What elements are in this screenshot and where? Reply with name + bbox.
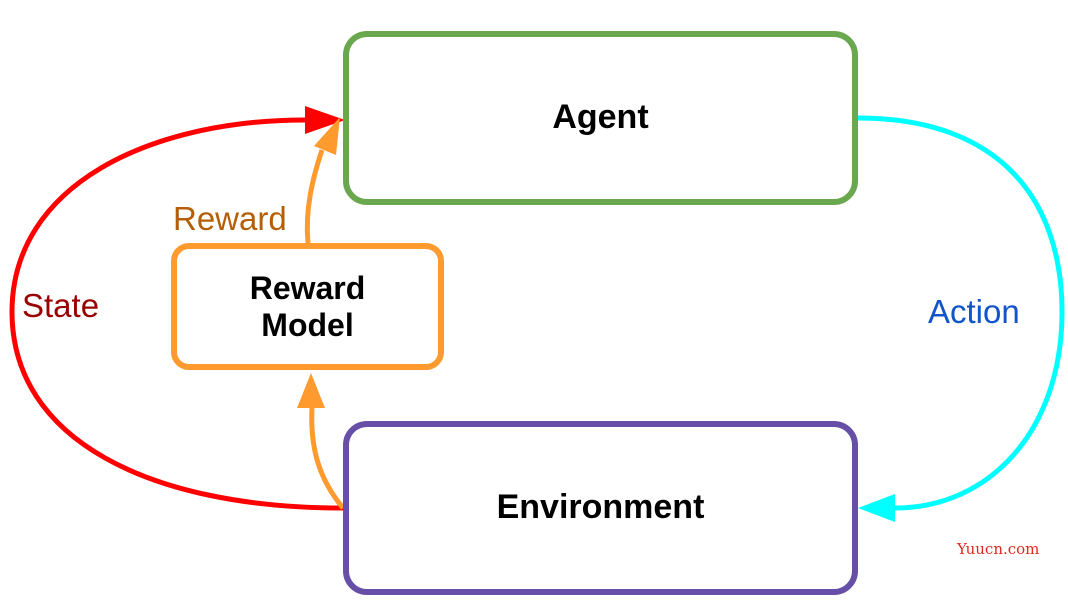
environment-label: Environment: [496, 488, 705, 527]
action-arrow: [857, 115, 1065, 511]
state-edge-label: State: [22, 287, 100, 324]
reward-arrowhead: [314, 117, 340, 155]
environment-node: Environment: [343, 421, 858, 595]
reward-edge-label: Reward: [173, 200, 287, 237]
reward-model-label: Reward Model: [249, 270, 366, 343]
action-arrowhead: [858, 494, 895, 522]
state-arrowhead: [305, 106, 345, 134]
reward-arrow: [304, 149, 325, 244]
env-to-reward-arrowhead: [297, 373, 325, 408]
watermark: Yuucn.com: [957, 540, 1040, 558]
action-edge-label: Action: [928, 293, 1020, 330]
agent-node: Agent: [343, 31, 858, 205]
agent-label: Agent: [552, 98, 649, 137]
state-arrow: [9, 117, 344, 511]
reward-model-node: Reward Model: [171, 243, 444, 370]
env-to-reward-arrow: [309, 407, 345, 510]
